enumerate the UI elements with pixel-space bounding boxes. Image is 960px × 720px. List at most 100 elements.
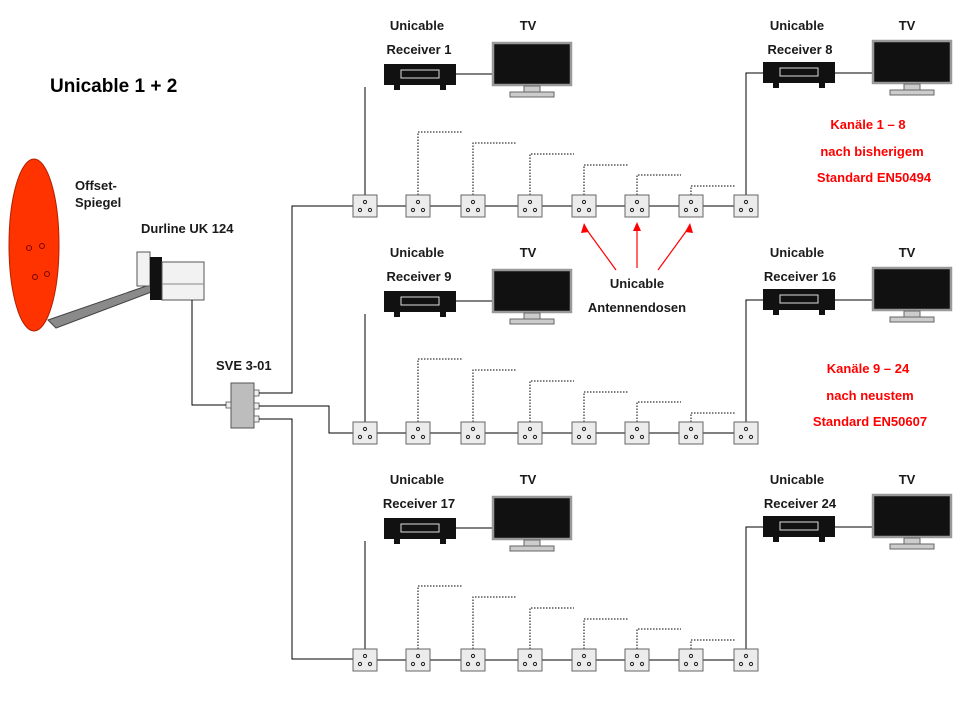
- outlet-cable-stub: [472, 369, 517, 422]
- dish-bolt: [32, 274, 38, 280]
- antenna-outlet: [571, 648, 597, 672]
- antenna-outlet: [352, 421, 378, 445]
- group1-note-line2: nach bisherigem: [820, 144, 923, 159]
- dish-bolt: [39, 243, 45, 249]
- antenna-outlet: [460, 648, 486, 672]
- receiver-last: [763, 289, 835, 315]
- antenna-outlet: [678, 194, 704, 218]
- dish-bolt: [26, 245, 32, 251]
- antenna-outlet: [405, 421, 431, 445]
- antenna-outlet: [352, 194, 378, 218]
- antenna-outlet: [460, 421, 486, 445]
- group2-note-line2: nach neustem: [826, 388, 913, 403]
- tv-first-label: TV: [520, 245, 537, 260]
- arrow-head: [685, 223, 693, 233]
- arrow-head: [581, 223, 589, 233]
- dish-label-line2: Spiegel: [75, 195, 121, 210]
- receiver-first: [384, 518, 456, 544]
- antenna-outlet: [624, 194, 650, 218]
- outlet-cable-stub: [583, 391, 628, 422]
- splitter-label: SVE 3-01: [216, 358, 272, 373]
- antenna-outlet: [571, 194, 597, 218]
- outlet-cable-stub: [690, 412, 735, 422]
- receiver-last: [763, 516, 835, 542]
- arrow-head: [633, 222, 641, 231]
- dish-label-line1: Offset-: [75, 178, 117, 193]
- dish-bolt: [44, 271, 50, 277]
- receiver-group-3: [352, 493, 953, 672]
- receiver-group-1: [352, 39, 953, 218]
- tv-last: [871, 493, 953, 550]
- outlet-cable-stub: [690, 639, 735, 649]
- antenna-outlet: [517, 421, 543, 445]
- outlet-cable-stub: [583, 618, 628, 649]
- receiver-last-label-line1: Unicable: [770, 18, 824, 33]
- tv-last-label: TV: [899, 18, 916, 33]
- group1-note-line1: Kanäle 1 – 8: [830, 117, 905, 132]
- arrow-line: [657, 225, 691, 271]
- lnb-device: [136, 251, 205, 301]
- outlet-cable-stub: [472, 142, 517, 195]
- receiver-first-label-line2: Receiver 9: [386, 269, 451, 284]
- trunk-cables: [191, 205, 353, 660]
- antenna-outlet: [733, 648, 759, 672]
- tv-first-label: TV: [520, 472, 537, 487]
- group2-note-line1: Kanäle 9 – 24: [827, 361, 910, 376]
- tv-first: [491, 41, 573, 98]
- outlet-arrows: [581, 222, 693, 271]
- splitter-device: [225, 382, 260, 429]
- receiver-last-label-line1: Unicable: [770, 472, 824, 487]
- outlet-cable-stub: [417, 585, 462, 649]
- outlet-cable-stub: [690, 185, 735, 195]
- receiver-first-label-line1: Unicable: [390, 18, 444, 33]
- antenna-outlet: [624, 421, 650, 445]
- outlet-cable-stub: [636, 401, 681, 422]
- lnb-label: Durline UK 124: [141, 221, 234, 236]
- receiver-group-2: [352, 266, 953, 445]
- receiver-first-label-line2: Receiver 1: [386, 42, 451, 57]
- antenna-outlet: [517, 648, 543, 672]
- outlets-label-line1: Unicable: [610, 276, 664, 291]
- outlet-cable-stub: [636, 174, 681, 195]
- antenna-outlet: [678, 648, 704, 672]
- tv-first: [491, 268, 573, 325]
- receiver-last-label-line2: Receiver 8: [767, 42, 832, 57]
- receiver-first-label-line1: Unicable: [390, 472, 444, 487]
- antenna-outlet: [405, 194, 431, 218]
- group2-note-line3: Standard EN50607: [813, 414, 927, 429]
- outlet-cable-stub: [417, 358, 462, 422]
- outlet-cable-stub: [529, 153, 574, 195]
- outlet-cable-stub: [529, 607, 574, 649]
- outlet-cable-stub: [472, 596, 517, 649]
- antenna-outlet: [733, 421, 759, 445]
- antenna-outlet: [405, 648, 431, 672]
- antenna-outlet: [352, 648, 378, 672]
- offset-dish: [8, 158, 163, 332]
- receiver-last: [763, 62, 835, 88]
- outlet-cable-stub: [583, 164, 628, 195]
- dish-reflector: [8, 158, 60, 332]
- antenna-outlet: [571, 421, 597, 445]
- diagram-title: Unicable 1 + 2: [50, 76, 177, 97]
- receiver-first: [384, 291, 456, 317]
- receiver-first-label-line2: Receiver 17: [383, 496, 455, 511]
- group1-note-line3: Standard EN50494: [817, 170, 932, 185]
- antenna-outlet: [733, 194, 759, 218]
- receiver-last-label-line1: Unicable: [770, 245, 824, 260]
- antenna-outlet: [460, 194, 486, 218]
- outlet-cable-stub: [417, 131, 462, 195]
- receiver-first-label-line1: Unicable: [390, 245, 444, 260]
- antenna-outlet: [517, 194, 543, 218]
- tv-last: [871, 39, 953, 96]
- dish-arm: [47, 281, 163, 329]
- arrow-line: [583, 225, 617, 271]
- tv-last-label: TV: [899, 472, 916, 487]
- tv-last-label: TV: [899, 245, 916, 260]
- antenna-outlet: [624, 648, 650, 672]
- receiver-last-label-line2: Receiver 24: [764, 496, 837, 511]
- outlets-label-line2: Antennendosen: [588, 300, 686, 315]
- outlet-cable-stub: [636, 628, 681, 649]
- outlet-cable-stub: [529, 380, 574, 422]
